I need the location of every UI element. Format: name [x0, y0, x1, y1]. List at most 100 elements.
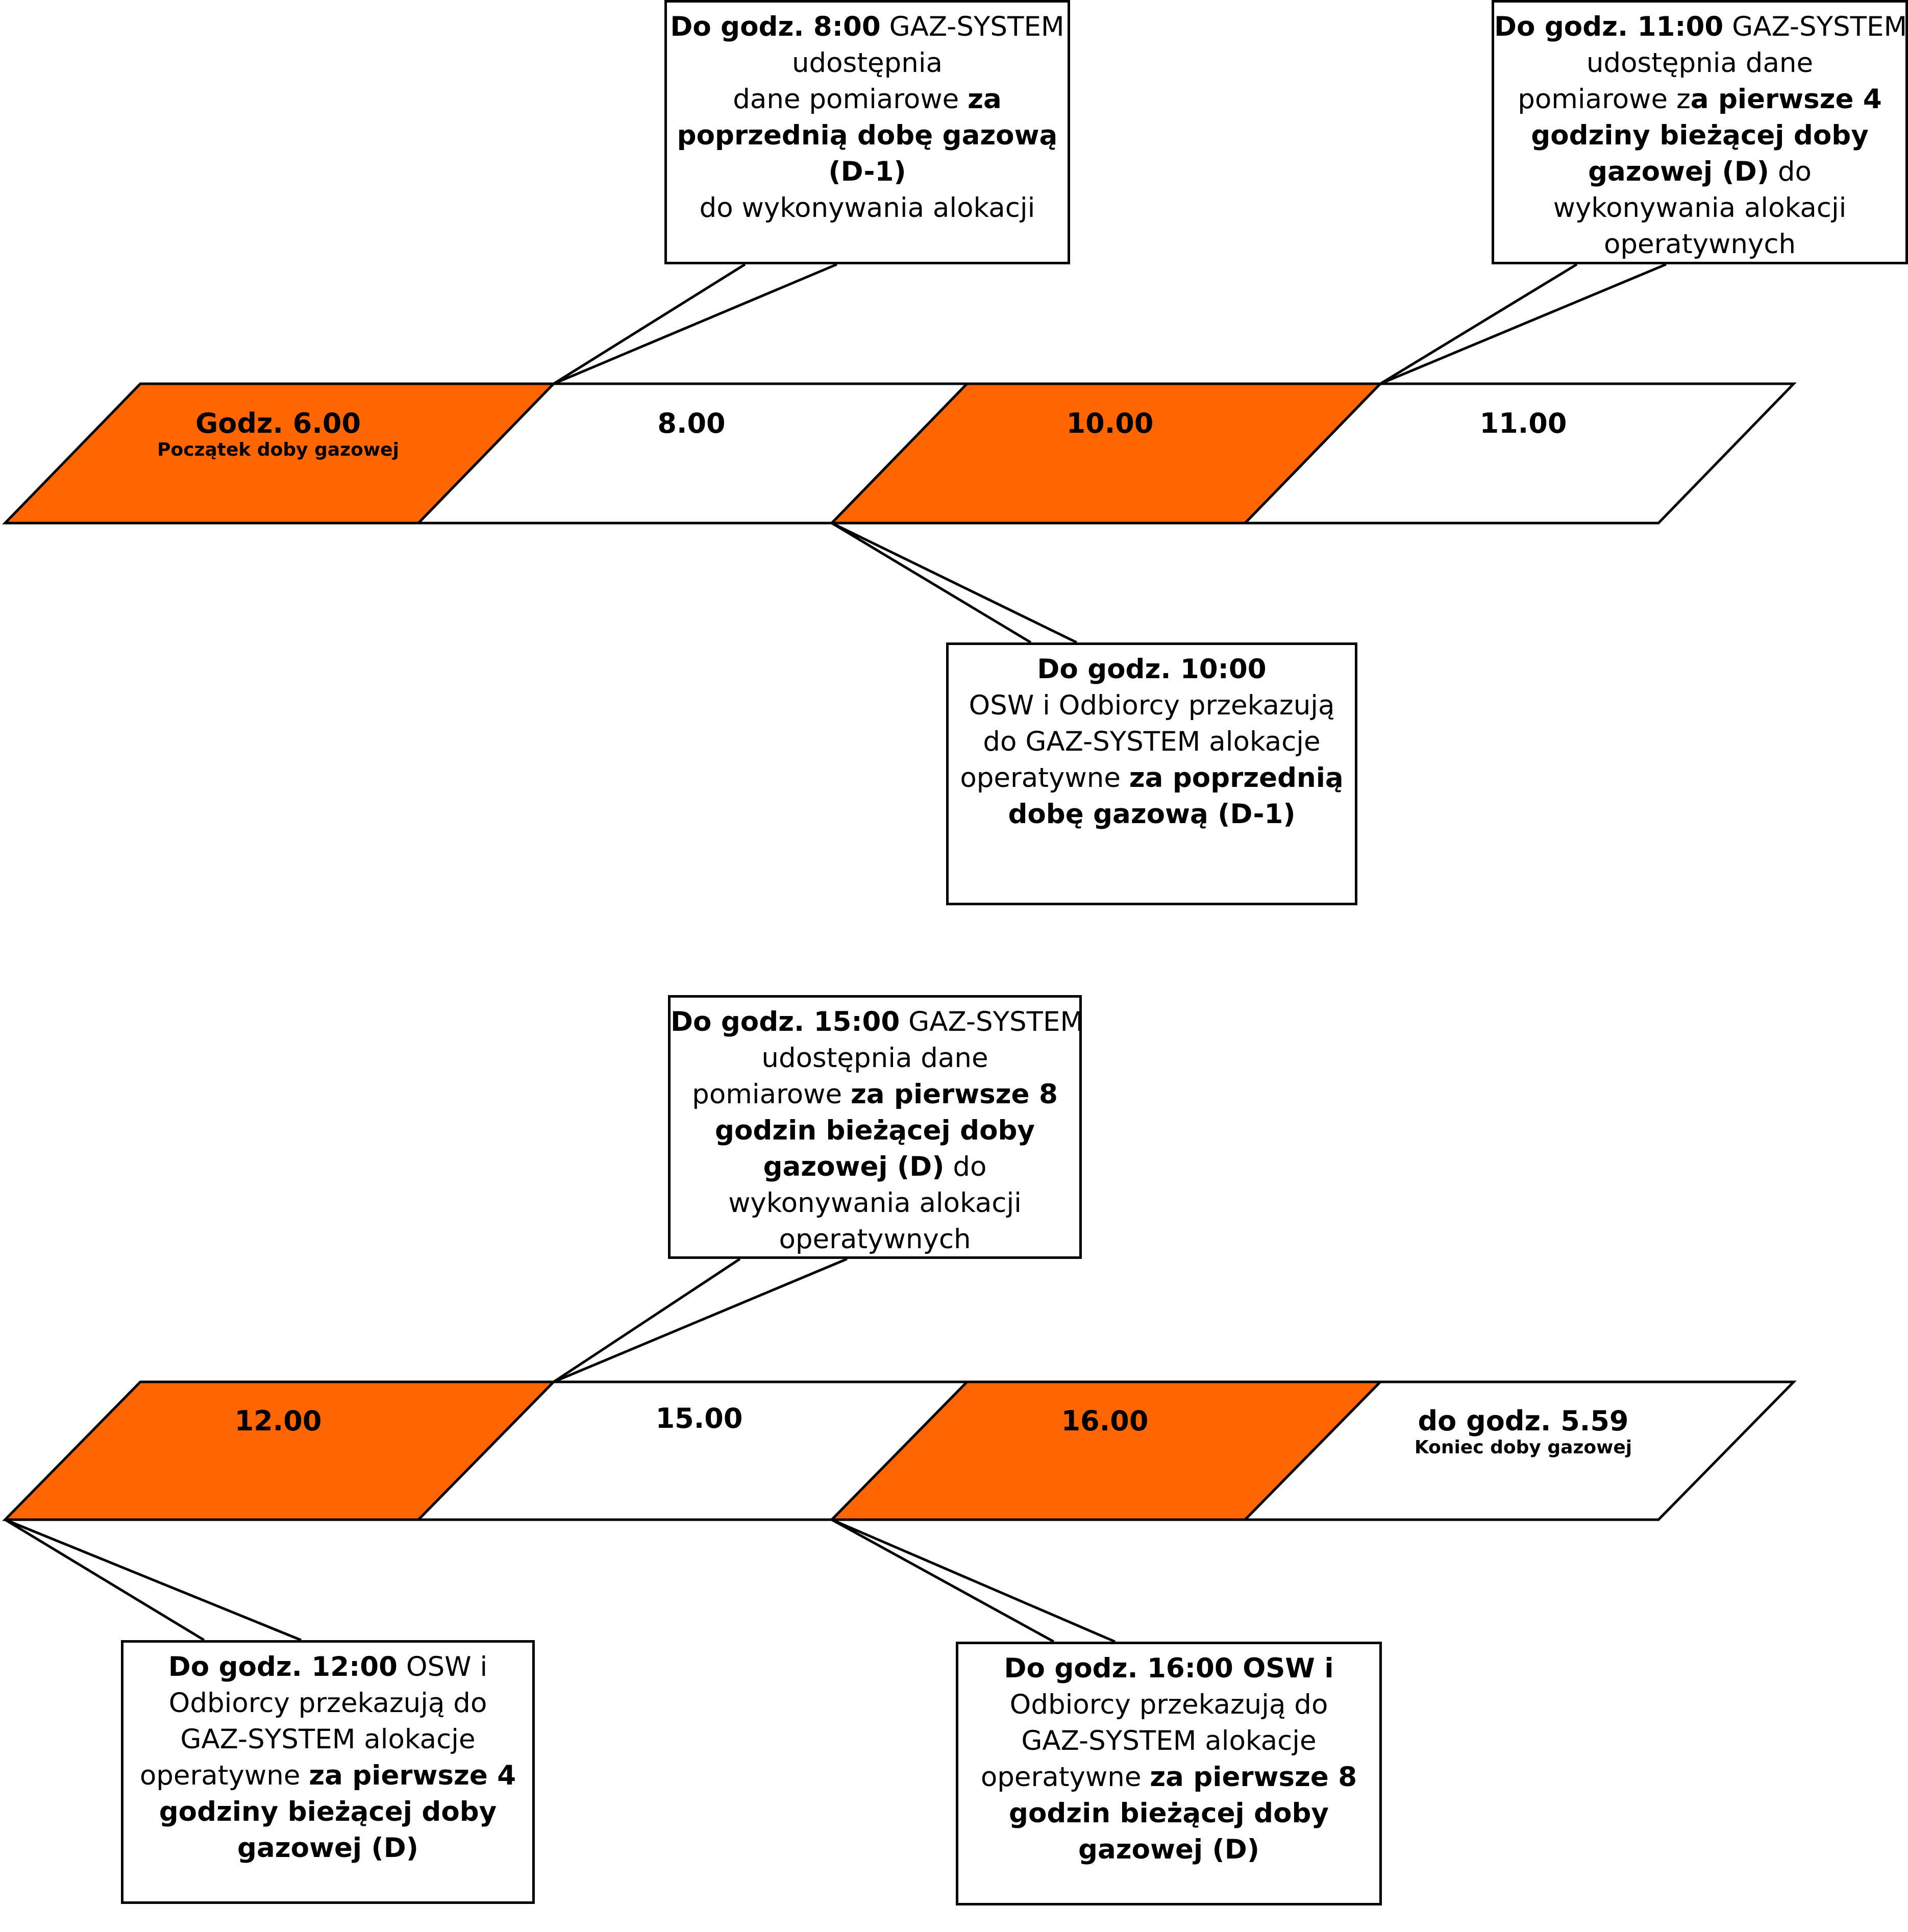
- bold-text: godzin bieżącej doby: [715, 1115, 1035, 1146]
- timeline-label-1200: 12.00: [74, 1406, 482, 1436]
- pointer-0800: [553, 263, 837, 385]
- callout-line: udostępnia: [667, 45, 1068, 81]
- text: operatywnych: [1603, 229, 1796, 260]
- bold-text: a pierwsze 4: [1690, 84, 1882, 115]
- callout-line: (D-1): [667, 154, 1068, 190]
- bold-text: Do godz. 8:00: [670, 11, 881, 42]
- text: dane pomiarowe: [733, 84, 968, 115]
- callout-line: godzin bieżącej doby: [958, 1795, 1379, 1831]
- callout-line: udostępnia dane: [671, 1040, 1079, 1076]
- text: udostępnia dane: [761, 1043, 988, 1074]
- time-label: Godz. 6.00: [195, 407, 361, 439]
- bold-text: za poprzednią: [1129, 762, 1344, 794]
- callout-line: dobę gazową (D-1): [949, 796, 1355, 832]
- callout-line: godziny bieżącej doby: [1494, 117, 1905, 154]
- time-label: 10.00: [1066, 407, 1154, 439]
- callout-line: Do godz. 15:00 GAZ-SYSTEM: [671, 1004, 1083, 1040]
- callout-line: operatywnych: [1494, 226, 1905, 262]
- callout-1600-box: Do godz. 16:00 OSW i Odbiorcy przekazują …: [956, 1642, 1382, 1905]
- timeline-label-1500: 15.00: [495, 1403, 903, 1434]
- time-label: 11.00: [1479, 407, 1567, 439]
- bold-text: gazowej (D): [1078, 1834, 1259, 1865]
- bold-text: gazowej (D): [237, 1832, 418, 1864]
- text: udostępnia: [791, 47, 943, 79]
- bold-text: godziny bieżącej doby: [1531, 120, 1869, 151]
- bold-text: za pierwsze 8: [1150, 1762, 1357, 1793]
- timeline-label-1000: 10.00: [906, 408, 1314, 439]
- text: Odbiorcy przekazują do: [168, 1688, 487, 1719]
- text: Odbiorcy przekazują do: [1009, 1689, 1328, 1720]
- bold-text: gazowej (D): [763, 1151, 945, 1182]
- callout-line: gazowej (D) do: [671, 1149, 1079, 1185]
- bold-text: poprzednią dobę gazową: [677, 120, 1058, 151]
- bold-text: za pierwsze 4: [309, 1760, 516, 1791]
- pointer-1000: [831, 522, 1078, 644]
- callout-line: wykonywania alokacji: [1494, 190, 1905, 226]
- pointer-1100: [1379, 263, 1667, 385]
- callout-line: pomiarowe za pierwsze 8: [671, 1076, 1079, 1112]
- text: do GAZ-SYSTEM alokacje: [983, 726, 1321, 757]
- text: GAZ-SYSTEM alokacje: [180, 1724, 476, 1755]
- callout-line: Do godz. 10:00: [949, 651, 1355, 687]
- timeline-segment-1100: [1242, 382, 1797, 525]
- time-label: 15.00: [655, 1402, 743, 1434]
- bold-text: godziny bieżącej doby: [159, 1796, 497, 1827]
- text: pomiarowe z: [1518, 84, 1691, 115]
- time-label: 8.00: [657, 407, 726, 439]
- time-label: 12.00: [234, 1405, 322, 1437]
- callout-line: Odbiorcy przekazują do: [958, 1687, 1379, 1723]
- text: GAZ-SYSTEM alokacje: [1021, 1725, 1317, 1756]
- bold-text: Do godz. 10:00: [1037, 654, 1267, 685]
- callout-line: do wykonywania alokacji: [667, 190, 1068, 226]
- callout-line: pomiarowe za pierwsze 4: [1494, 81, 1905, 117]
- callout-line: do GAZ-SYSTEM alokacje: [949, 724, 1355, 760]
- text: GAZ-SYSTEM: [1723, 11, 1907, 42]
- bold-text: za pierwsze 8: [850, 1079, 1058, 1110]
- text: wykonywania alokacji: [728, 1187, 1022, 1219]
- bold-text: Do godz. 16:00 OSW i: [1004, 1653, 1334, 1684]
- callout-line: gazowej (D): [123, 1830, 532, 1866]
- timeline-label-1100: 11.00: [1319, 408, 1727, 439]
- callout-line: godzin bieżącej doby: [671, 1112, 1079, 1149]
- text: udostępnia dane: [1586, 47, 1814, 79]
- timeline-segment-0559: [1242, 1380, 1797, 1521]
- callout-0800-box: Do godz. 8:00 GAZ-SYSTEM udostępnia dane p…: [664, 0, 1070, 264]
- bold-text: godzin bieżącej doby: [1009, 1798, 1329, 1829]
- text: do wykonywania alokacji: [699, 192, 1035, 224]
- pointer-1200: [4, 1518, 302, 1642]
- time-label: 16.00: [1061, 1405, 1149, 1437]
- text: pomiarowe: [692, 1079, 851, 1110]
- callout-line: Do godz. 11:00 GAZ-SYSTEM: [1494, 9, 1907, 45]
- bold-text: dobę gazową (D-1): [1008, 799, 1296, 830]
- callout-line: OSW i Odbiorcy przekazują: [949, 687, 1355, 724]
- callout-line: GAZ-SYSTEM alokacje: [123, 1721, 532, 1757]
- text: OSW i: [398, 1651, 488, 1682]
- time-sublabel: Koniec doby gazowej: [1414, 1437, 1632, 1458]
- text: do: [1769, 156, 1812, 187]
- bold-text: Do godz. 12:00: [168, 1651, 398, 1682]
- text: operatywnych: [779, 1224, 971, 1255]
- callout-line: operatywne za pierwsze 4: [123, 1757, 532, 1794]
- time-label: do godz. 5.59: [1418, 1405, 1629, 1437]
- pointer-1500: [553, 1257, 848, 1383]
- callout-line: GAZ-SYSTEM alokacje: [958, 1723, 1379, 1759]
- text: GAZ-SYSTEM: [880, 11, 1064, 42]
- callout-pointers: [4, 263, 1667, 1643]
- text: do: [944, 1151, 987, 1182]
- callout-line: Do godz. 12:00 OSW i: [123, 1649, 532, 1685]
- timeline-label-0800: 8.00: [487, 408, 896, 439]
- callout-line: operatywne za pierwsze 8: [958, 1759, 1379, 1795]
- callout-line: gazowej (D): [958, 1831, 1379, 1868]
- bold-text: (D-1): [828, 156, 906, 187]
- text: operatywne: [139, 1760, 309, 1791]
- callout-line: Odbiorcy przekazują do: [123, 1685, 532, 1721]
- bold-text: Do godz. 15:00: [671, 1006, 900, 1037]
- callout-line: godziny bieżącej doby: [123, 1794, 532, 1830]
